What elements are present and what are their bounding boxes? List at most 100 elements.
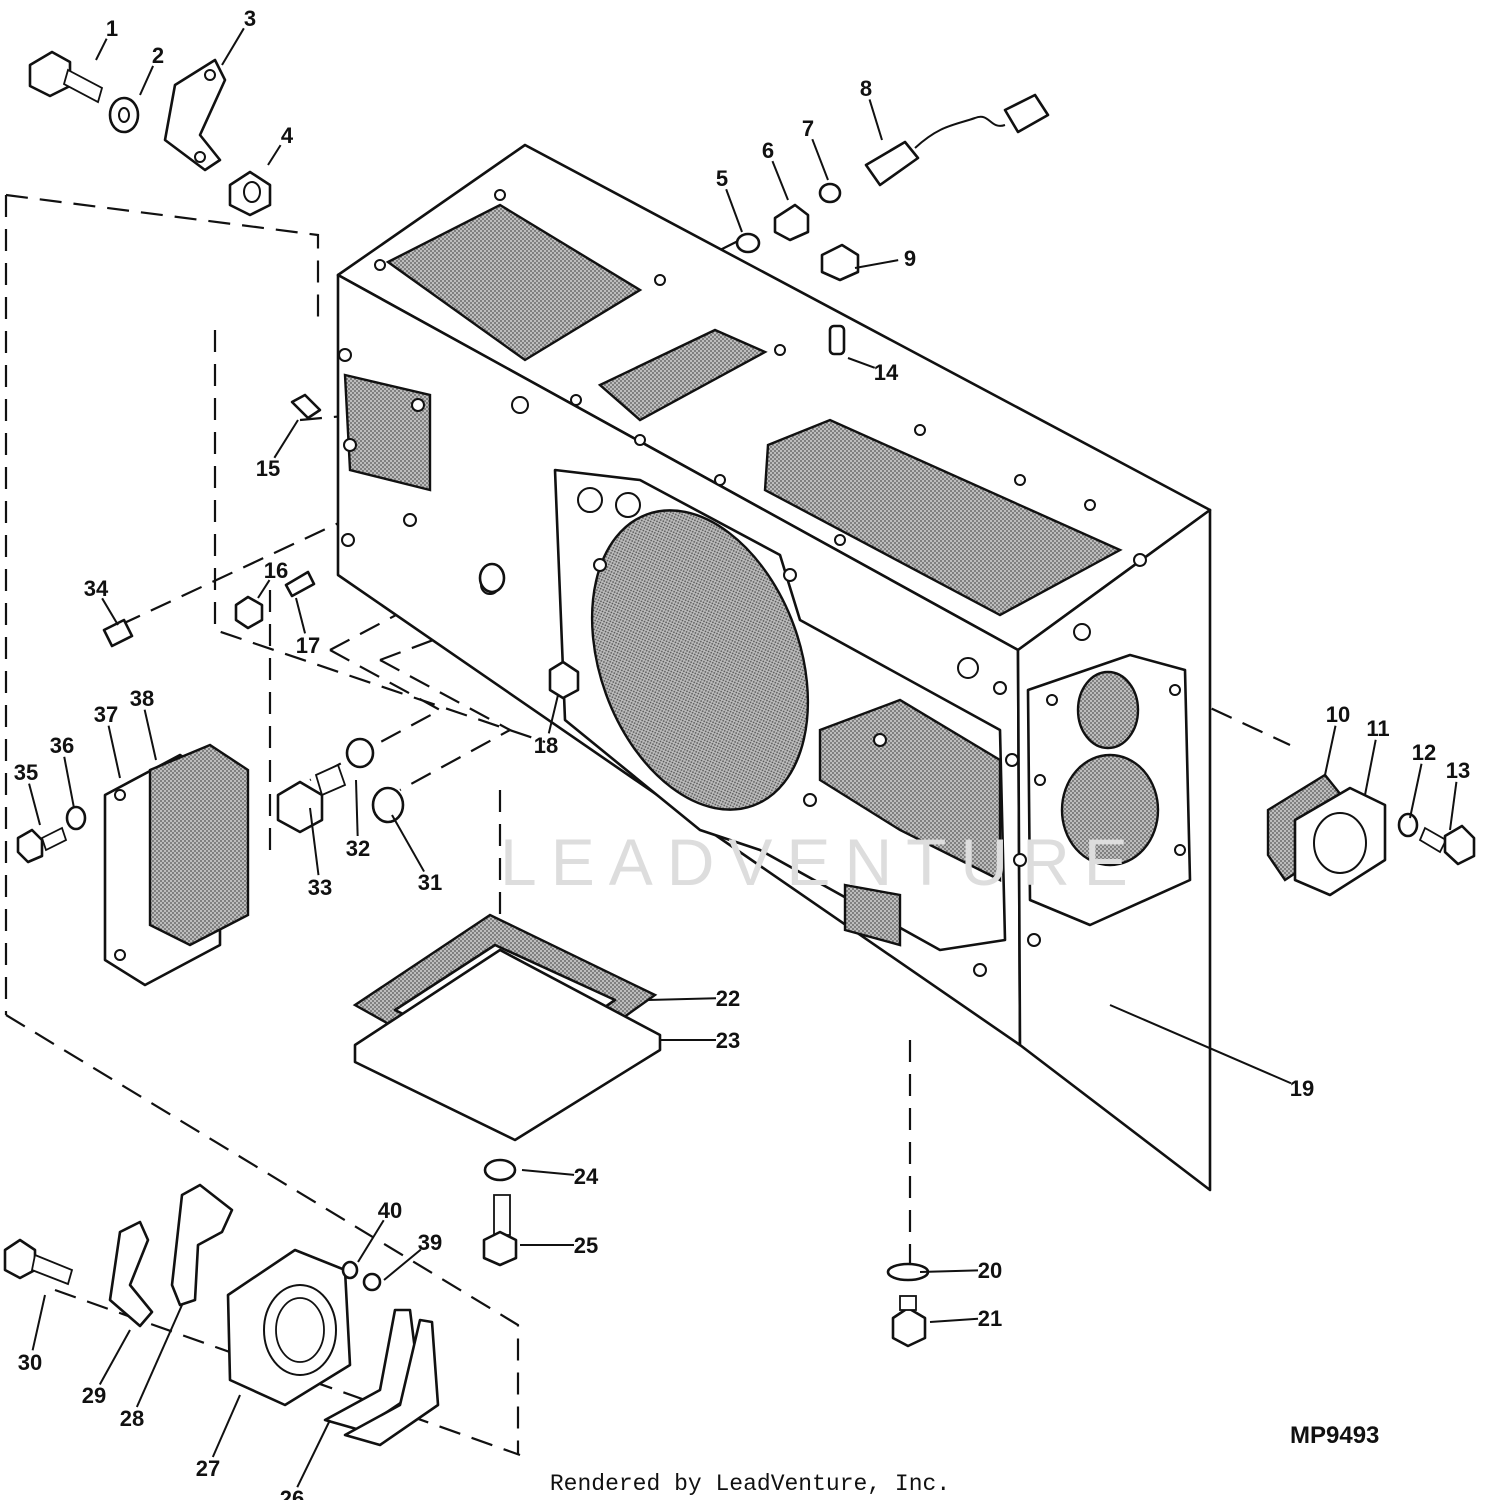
callout-leader-13	[1449, 781, 1458, 831]
callout-7: 7	[802, 116, 814, 141]
callout-10: 10	[1326, 702, 1350, 727]
o-ring-7	[818, 182, 842, 204]
seal-ring-5	[735, 232, 761, 254]
bushing-31	[371, 786, 405, 824]
callout-35: 35	[14, 760, 38, 785]
callout-leader-11	[1364, 739, 1377, 796]
callout-36: 36	[50, 733, 74, 758]
cover-plate-23	[353, 948, 662, 1142]
callout-leader-4	[267, 144, 282, 166]
footer-credit: Rendered by LeadVenture, Inc.	[550, 1471, 950, 1497]
callout-leader-1	[95, 38, 108, 61]
callout-27: 27	[196, 1456, 220, 1481]
callout-leader-29	[98, 1329, 131, 1385]
lock-plate-29	[108, 1220, 154, 1328]
callout-leader-27	[211, 1394, 241, 1458]
callout-5: 5	[716, 166, 728, 191]
dowel-pin-14	[828, 324, 846, 356]
washer-2	[108, 96, 140, 134]
callout-leader-8	[868, 99, 883, 141]
callout-14: 14	[874, 360, 899, 385]
cap-screw-35	[16, 826, 68, 864]
cap-screw-13	[1418, 824, 1476, 866]
callout-6: 6	[762, 138, 774, 163]
callout-leader-40	[357, 1219, 385, 1263]
callout-39: 39	[418, 1230, 442, 1255]
callout-leader-35	[28, 783, 41, 826]
spring-17	[284, 570, 316, 598]
lock-plate-3	[163, 58, 227, 172]
callout-20: 20	[978, 1258, 1002, 1283]
bearing-quill-27	[226, 1248, 352, 1407]
plug-9	[820, 243, 860, 282]
callout-leader-19	[1109, 1004, 1292, 1085]
callout-28: 28	[120, 1406, 144, 1431]
callout-19: 19	[1290, 1076, 1314, 1101]
callout-15: 15	[256, 456, 280, 481]
callout-30: 30	[18, 1350, 42, 1375]
plug-33	[276, 763, 347, 834]
callout-26: 26	[280, 1486, 304, 1500]
callout-33: 33	[308, 875, 332, 900]
callout-18: 18	[534, 733, 558, 758]
callout-leader-33	[309, 807, 320, 876]
callout-leader-7	[811, 138, 829, 181]
cap-screw-1	[28, 50, 104, 104]
lock-plate-28	[170, 1183, 234, 1307]
callout-leader-5	[725, 188, 743, 233]
callout-24: 24	[574, 1164, 599, 1189]
bushing-4	[228, 170, 272, 217]
snap-ring-40	[341, 1260, 359, 1280]
callout-9: 9	[904, 246, 916, 271]
callout-leader-6	[771, 160, 789, 201]
set-screw-15	[290, 393, 322, 420]
callout-25: 25	[574, 1233, 598, 1258]
callout-leader-34	[101, 597, 119, 626]
callout-leader-26	[296, 1419, 331, 1488]
callout-4: 4	[281, 123, 294, 148]
callout-32: 32	[346, 836, 370, 861]
callout-leader-28	[135, 1304, 183, 1408]
callout-17: 17	[296, 633, 320, 658]
callout-16: 16	[264, 558, 288, 583]
callout-29: 29	[82, 1383, 106, 1408]
callout-1: 1	[106, 16, 118, 41]
gasket-38	[148, 743, 250, 947]
callout-leader-18	[547, 694, 559, 734]
callout-3: 3	[244, 6, 256, 31]
callout-38: 38	[130, 686, 154, 711]
callout-leader-14	[847, 357, 876, 369]
callout-leader-38	[143, 709, 157, 761]
o-ring-32	[345, 737, 375, 769]
callout-23: 23	[716, 1028, 740, 1053]
callout-leader-31	[391, 814, 425, 873]
callout-leader-37	[107, 725, 121, 779]
callout-leader-3	[221, 27, 245, 66]
callout-leader-12	[1409, 763, 1423, 819]
callout-leader-22	[647, 997, 717, 1001]
callout-leader-32	[355, 779, 359, 837]
callout-leader-17	[295, 597, 307, 634]
callout-leader-10	[1324, 725, 1337, 776]
drain-plug-21	[891, 1295, 927, 1348]
cap-screw-30	[3, 1238, 74, 1286]
callout-31: 31	[418, 870, 442, 895]
callout-11: 11	[1366, 716, 1389, 741]
callout-21: 21	[978, 1306, 1002, 1331]
callout-leader-24	[521, 1169, 575, 1176]
callout-leader-21	[929, 1317, 979, 1323]
snap-ring-39	[362, 1272, 382, 1292]
callout-leader-20	[919, 1269, 979, 1273]
callout-40: 40	[378, 1198, 402, 1223]
callout-12: 12	[1412, 740, 1436, 765]
adapter-fitting-6	[773, 203, 810, 242]
callout-22: 22	[716, 986, 740, 1011]
callout-leader-30	[31, 1294, 46, 1351]
nut-16	[234, 595, 264, 630]
callout-34: 34	[84, 576, 109, 601]
lock-washer-12	[1397, 812, 1419, 838]
callout-leader-15	[273, 419, 299, 459]
watermark: LEADVENTURE	[500, 825, 1142, 899]
callout-37: 37	[94, 702, 118, 727]
